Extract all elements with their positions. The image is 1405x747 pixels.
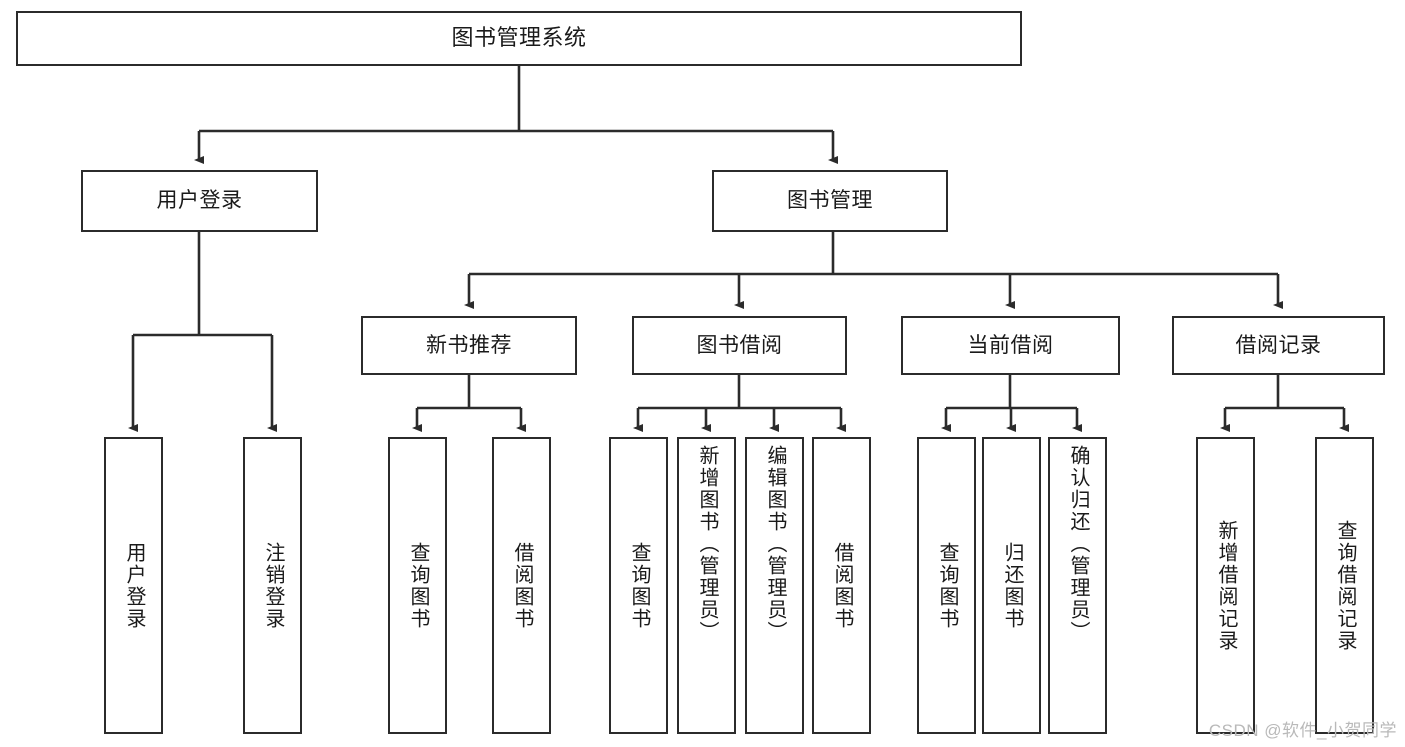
node-user-login[interactable]: 用户登录 (81, 170, 318, 232)
node-leaf-add-book-label: 新增图书（管理员） (696, 445, 718, 643)
node-book-manage-label: 图书管理 (787, 189, 873, 213)
node-book-borrow[interactable]: 图书借阅 (632, 316, 847, 375)
node-book-manage[interactable]: 图书管理 (712, 170, 948, 232)
node-book-borrow-label: 图书借阅 (696, 333, 783, 357)
node-current-borrow-label: 当前借阅 (967, 333, 1054, 357)
node-leaf-user-login-label: 用户登录 (123, 541, 145, 630)
node-leaf-confirm-return-label: 确认归还（管理员） (1067, 445, 1089, 643)
node-new-book-recommend[interactable]: 新书推荐 (361, 316, 577, 375)
node-leaf-user-login[interactable]: 用户登录 (104, 437, 163, 734)
node-leaf-add-book[interactable]: 新增图书（管理员） (677, 437, 736, 734)
node-leaf-query-record[interactable]: 查询借阅记录 (1315, 437, 1374, 734)
node-leaf-query-book-1[interactable]: 查询图书 (388, 437, 447, 734)
node-new-book-recommend-label: 新书推荐 (426, 333, 512, 357)
node-leaf-return-book-label: 归还图书 (1001, 541, 1023, 630)
node-root-label: 图书管理系统 (451, 25, 587, 51)
node-leaf-user-logout-label: 注销登录 (262, 541, 284, 630)
node-leaf-query-book-3-label: 查询图书 (936, 541, 958, 630)
node-leaf-query-book-2[interactable]: 查询图书 (609, 437, 668, 734)
node-leaf-borrow-book-1-label: 借阅图书 (511, 541, 533, 630)
node-leaf-query-book-2-label: 查询图书 (628, 541, 650, 630)
node-borrow-record-label: 借阅记录 (1235, 333, 1322, 357)
node-leaf-borrow-book-2-label: 借阅图书 (831, 541, 853, 630)
node-leaf-confirm-return[interactable]: 确认归还（管理员） (1048, 437, 1107, 734)
node-leaf-borrow-book-2[interactable]: 借阅图书 (812, 437, 871, 734)
node-leaf-edit-book-label: 编辑图书（管理员） (764, 445, 786, 643)
node-leaf-query-book-3[interactable]: 查询图书 (917, 437, 976, 734)
node-leaf-borrow-book-1[interactable]: 借阅图书 (492, 437, 551, 734)
node-root[interactable]: 图书管理系统 (16, 11, 1022, 66)
node-leaf-add-record-label: 新增借阅记录 (1215, 519, 1237, 652)
node-leaf-add-record[interactable]: 新增借阅记录 (1196, 437, 1255, 734)
node-borrow-record[interactable]: 借阅记录 (1172, 316, 1385, 375)
node-leaf-return-book[interactable]: 归还图书 (982, 437, 1041, 734)
node-leaf-user-logout[interactable]: 注销登录 (243, 437, 302, 734)
node-leaf-query-record-label: 查询借阅记录 (1334, 519, 1356, 652)
watermark-text: CSDN @软件_小贺同学 (1208, 721, 1397, 740)
node-leaf-query-book-1-label: 查询图书 (407, 541, 429, 630)
node-user-login-label: 用户登录 (156, 189, 243, 213)
node-current-borrow[interactable]: 当前借阅 (901, 316, 1120, 375)
node-leaf-edit-book[interactable]: 编辑图书（管理员） (745, 437, 804, 734)
